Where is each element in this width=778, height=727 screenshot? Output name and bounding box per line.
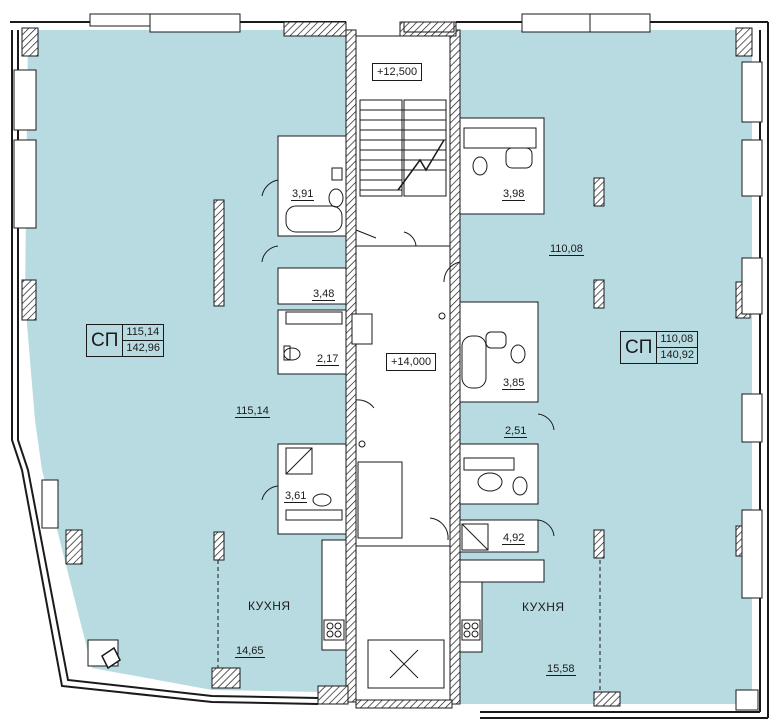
left-hall-area: 115,14 (235, 405, 270, 418)
apartment-code: СП (87, 325, 124, 356)
right-wet-rooms (459, 117, 545, 553)
left-closet-area: 3,48 (312, 288, 336, 301)
right-kitchen-area: 15,58 (546, 663, 576, 676)
right-bath-area: 3,98 (502, 188, 526, 201)
right-shower-area: 4,92 (502, 532, 526, 545)
total-area: 140,92 (660, 349, 695, 361)
shower-tray-icon (461, 523, 489, 551)
left-wc-area: 2,17 (316, 353, 340, 366)
living-area: 115,14 (123, 325, 164, 341)
right-hall-area: 110,08 (549, 243, 584, 256)
left-apartment-badge: СП 115,14 142,96 (86, 324, 165, 357)
column-icon (213, 177, 605, 561)
left-kitchen-area: 14,65 (235, 645, 265, 658)
total-area: 142,96 (126, 342, 161, 354)
riser-icon (358, 440, 366, 448)
bathtub-icon (285, 205, 343, 233)
stair-break-icon (397, 139, 445, 191)
right-kitchen-label: КУХНЯ (522, 600, 565, 614)
left-apartment-floor (25, 30, 350, 700)
sink-icon (485, 331, 507, 349)
riser-icon (438, 312, 446, 320)
right-fixtures (443, 127, 555, 551)
left-kitchen-label: КУХНЯ (248, 599, 291, 613)
left-shower-area: 3,61 (284, 490, 308, 503)
right-bath-mid-area: 3,85 (502, 377, 526, 390)
apartment-code: СП (621, 332, 658, 363)
left-wet-rooms (277, 135, 403, 539)
toilet-icon (283, 345, 291, 361)
corner-column (101, 646, 121, 670)
left-fixtures (261, 167, 344, 521)
windows (13, 13, 763, 711)
sink-icon (477, 472, 503, 492)
shower-tray-icon (285, 447, 313, 475)
living-area: 110,08 (657, 332, 698, 348)
toilet-icon (510, 344, 526, 364)
toilet-icon (312, 493, 332, 507)
left-bath-area: 3,91 (291, 188, 315, 201)
bathtub-icon (461, 335, 487, 389)
right-apartment-badge: СП 110,08 140,92 (620, 331, 699, 364)
level-mark-upper: +12,500 (372, 63, 423, 81)
toilet-icon (331, 167, 343, 181)
outer-walls (10, 21, 769, 719)
right-closet-area: 2,51 (504, 425, 528, 438)
level-mark-floor: +14,000 (386, 353, 437, 371)
kitchen-lines (217, 539, 601, 692)
toilet-icon (328, 188, 344, 208)
elevator-shaft (367, 639, 445, 689)
sink-icon (505, 147, 533, 169)
toilet-icon (472, 156, 488, 176)
stove-icon (323, 619, 345, 641)
stove-icon (461, 619, 481, 641)
toilet-icon (512, 476, 528, 496)
stair-treads (360, 109, 446, 191)
